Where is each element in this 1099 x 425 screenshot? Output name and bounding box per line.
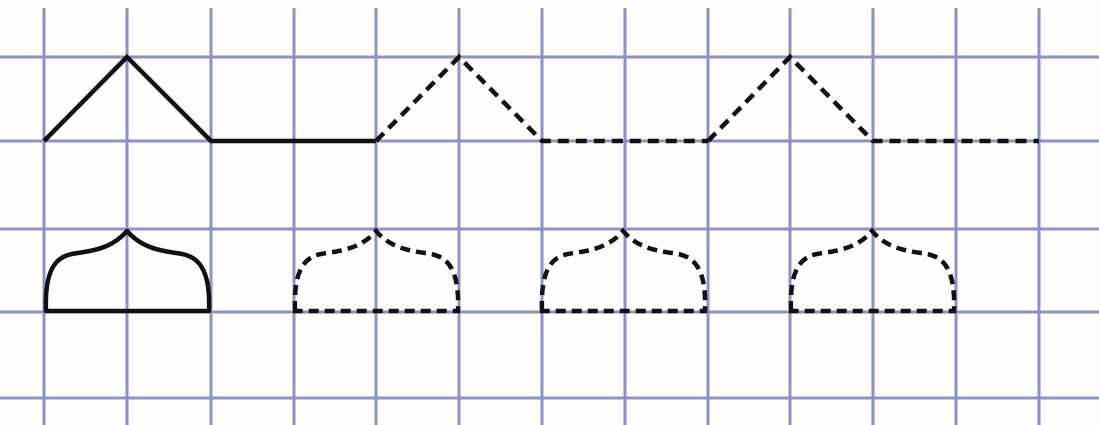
pattern-grid-diagram: [0, 0, 1099, 425]
diagram-canvas: [0, 0, 1099, 425]
paper-background: [0, 0, 1099, 425]
